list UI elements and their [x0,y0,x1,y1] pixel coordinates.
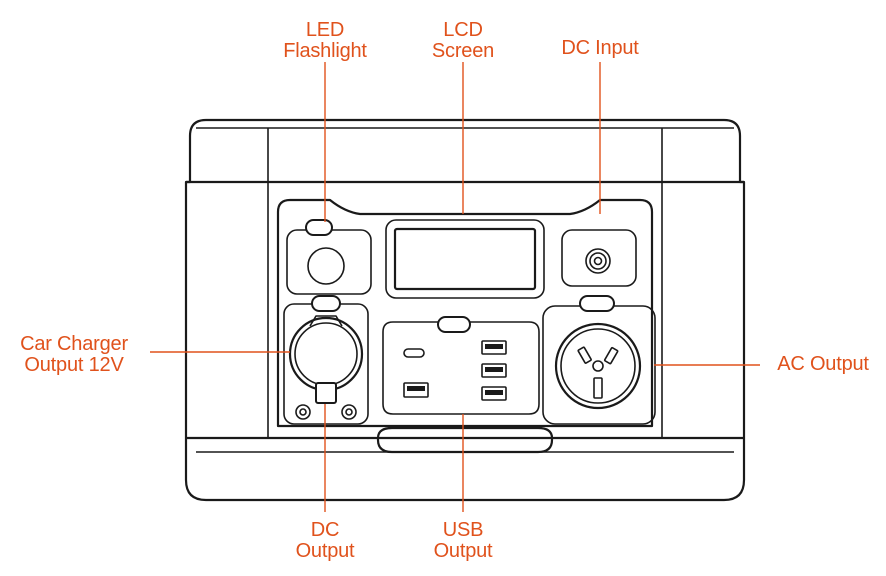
label-usb-output-line2: Output [433,540,493,562]
label-ac-output: AC Output [765,354,881,375]
callout-lines [150,62,760,512]
car-charger-module [283,295,369,425]
label-dc-output-line2: Output [295,540,355,562]
label-lcd-screen-line1: LCD [443,19,483,41]
label-lcd-screen-line2: Screen [431,40,495,62]
label-usb-output: USB Output [413,520,513,562]
label-usb-output-line1: USB [442,519,484,541]
label-led-flashlight: LED Flashlight [270,20,380,62]
lcd-screen [385,219,545,299]
device-body [184,118,746,502]
label-dc-output-line1: DC [310,519,340,541]
label-car-charger: Car Charger Output 12V [4,334,144,376]
label-car-charger-line1: Car Charger [20,333,128,355]
label-dc-output: DC Output [275,520,375,562]
label-ac-output-line1: AC Output [777,353,869,375]
label-led-flashlight-line2: Flashlight [283,40,367,62]
label-lcd-screen: LCD Screen [413,20,513,62]
label-car-charger-line2: Output 12V [24,354,124,376]
dc-input-module [561,229,637,287]
label-led-flashlight-line1: LED [305,19,345,41]
label-dc-input-line1: DC Input [561,37,639,59]
led-flashlight-module [286,219,372,295]
usb-module [382,316,540,415]
ac-output-module [542,295,656,425]
label-dc-input: DC Input [540,38,660,59]
